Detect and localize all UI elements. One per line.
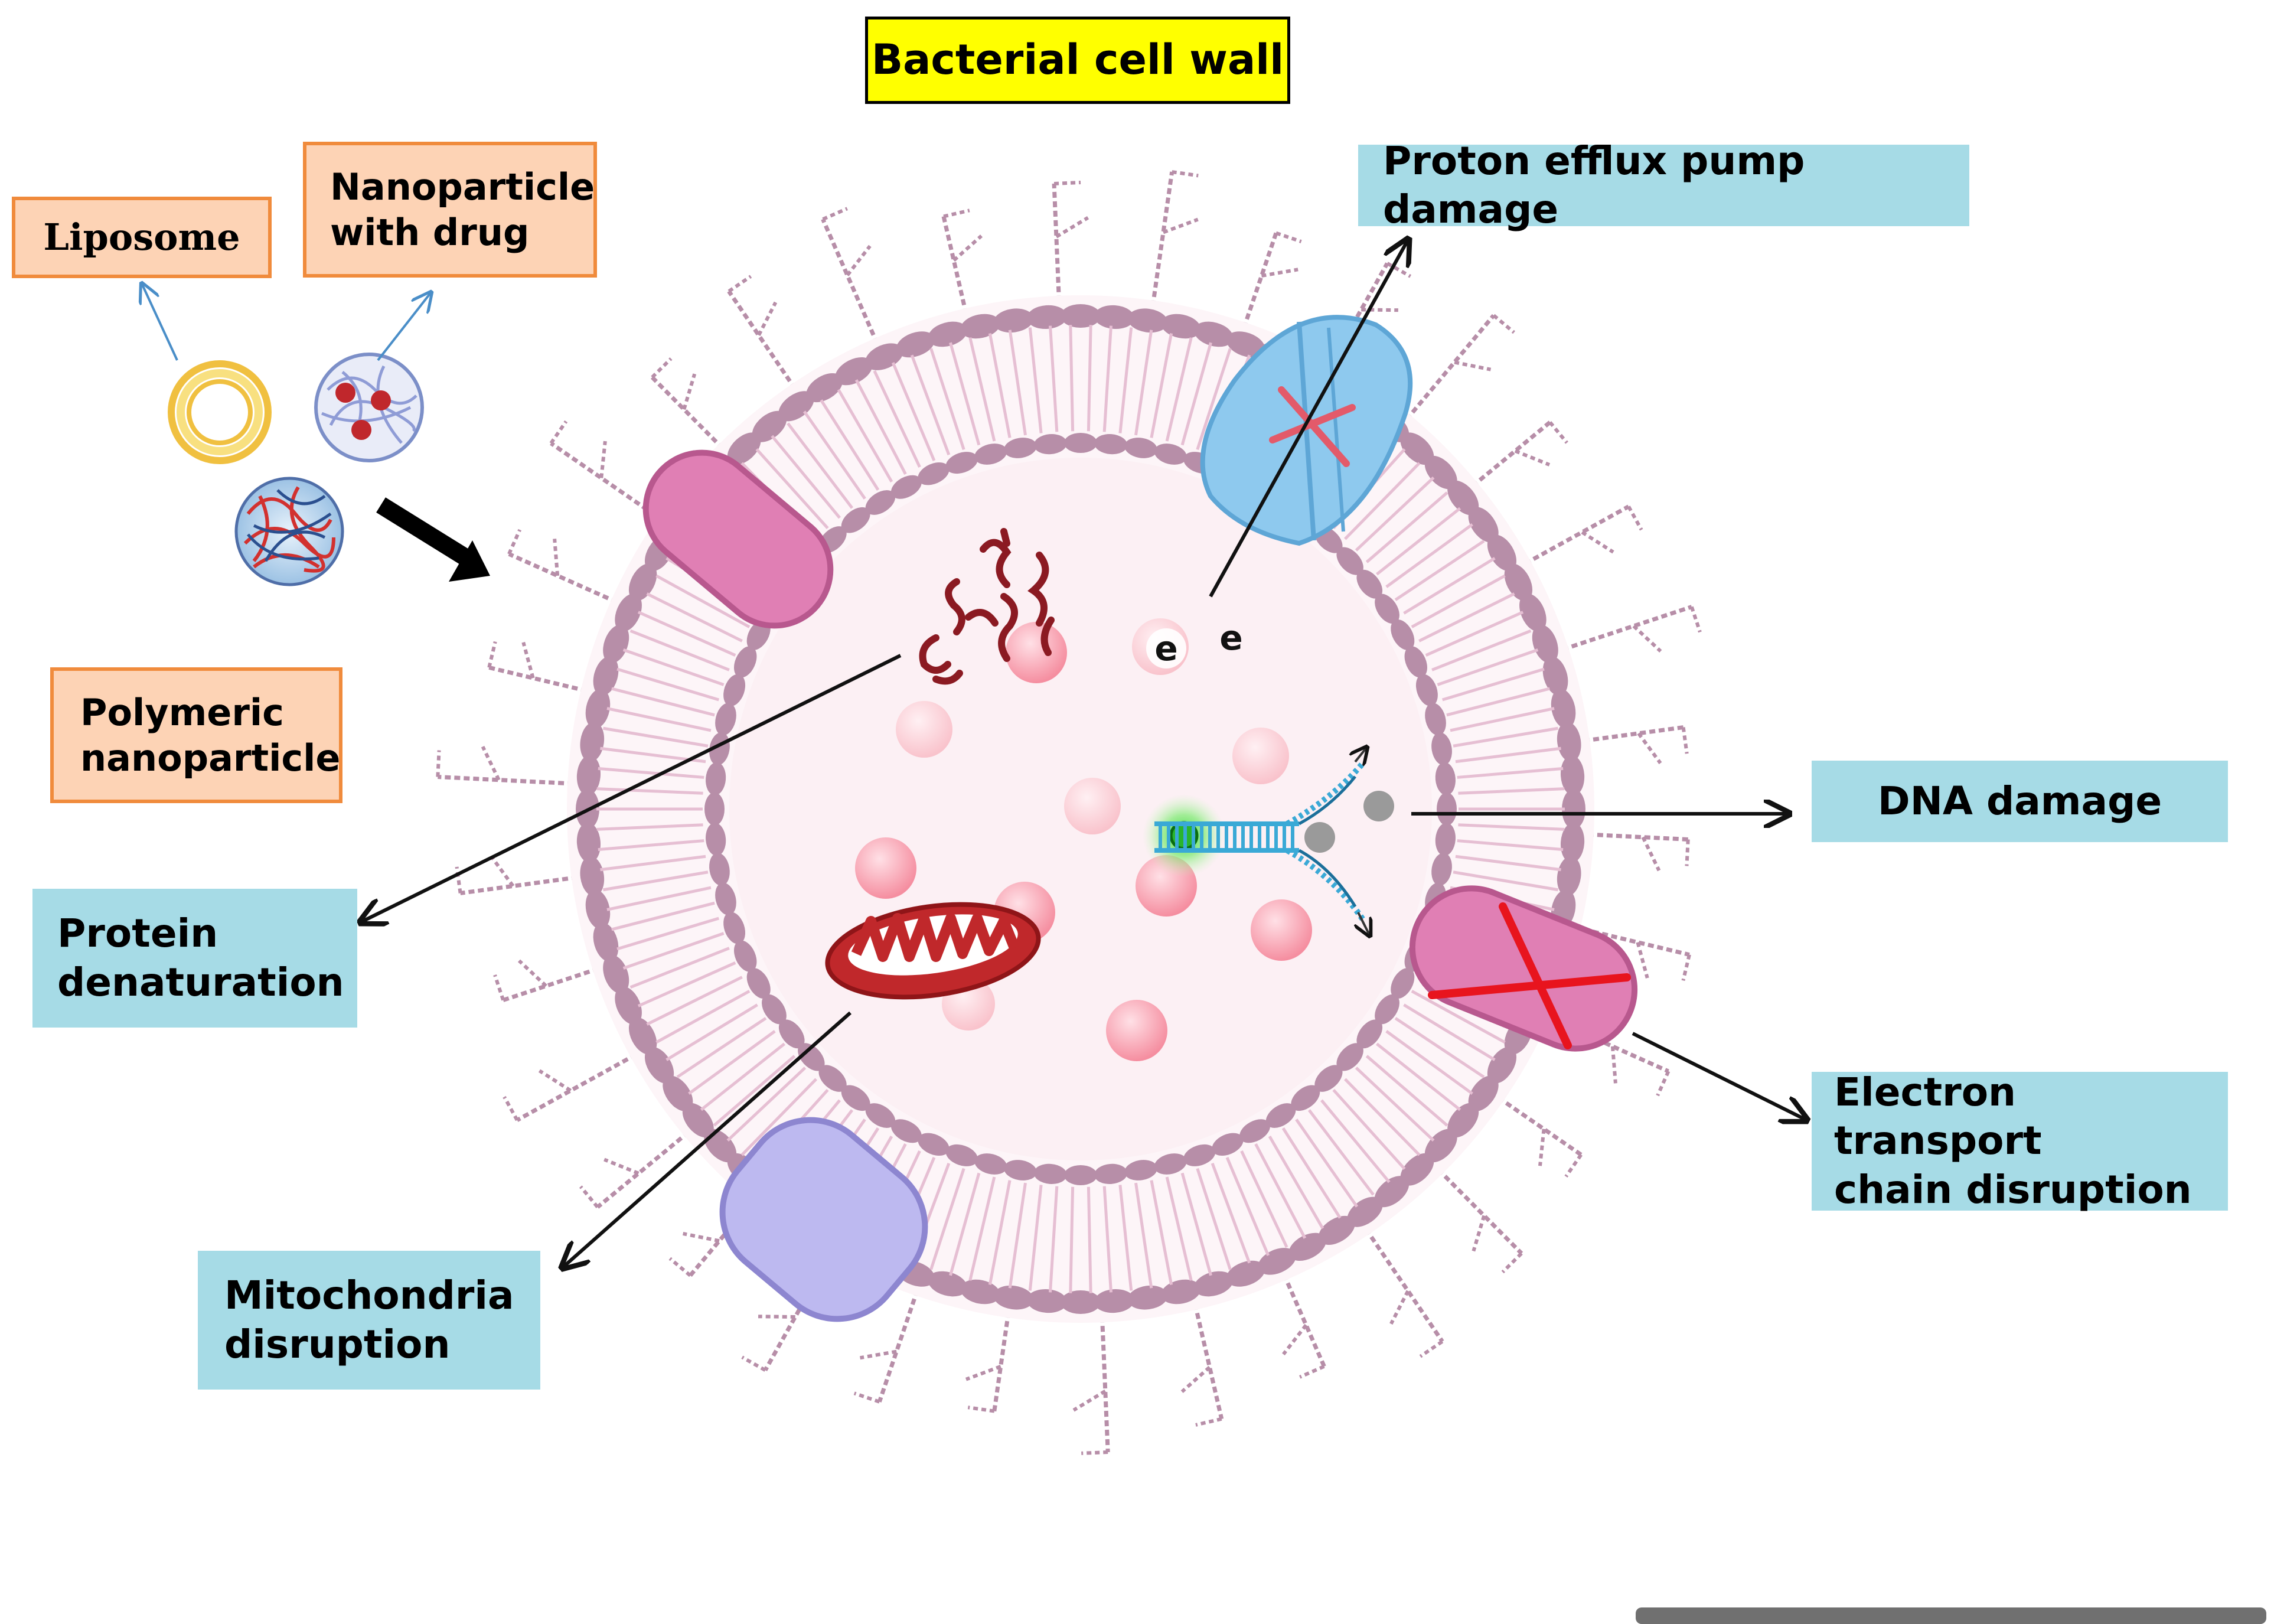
etc-label-line1: Electron transport: [1834, 1069, 2042, 1164]
denatured-protein-squiggle: [919, 528, 1055, 685]
liposome-label: Liposome: [12, 197, 272, 278]
electron-symbol-2: e: [1219, 618, 1242, 658]
bottom-scroll-bar: [1636, 1607, 2266, 1624]
purple-membrane-protein: [719, 1117, 928, 1322]
proton-efflux-label: Proton efflux pump damage: [1358, 138, 1969, 232]
nanoparticle-label-line2: with drug: [330, 211, 530, 254]
nanoparticle-with-drug-icon: [314, 353, 424, 462]
protein-label-line1: Protein: [57, 911, 218, 956]
entry-arrow: [376, 497, 490, 582]
etc-disruption-label: Electron transport chain disruption: [1812, 1069, 2228, 1212]
pink-membrane-protein: [642, 449, 834, 629]
title-box: Bacterial cell wall: [865, 17, 1290, 104]
mito-label-line1: Mitochondria: [224, 1273, 514, 1318]
efflux-pump-arrow: [1209, 239, 1408, 598]
nanoparticle-label-line1: Nanoparticle: [330, 165, 595, 208]
protein-denaturation-label: Protein denaturation: [32, 889, 357, 1028]
electron-symbol-1: e: [1154, 628, 1177, 668]
dna-damage-fork: [1143, 747, 1394, 936]
nanoparticle-with-drug-label: Nanoparticle with drug: [303, 142, 597, 278]
mitochondrion: [825, 902, 1041, 1000]
surface-spikes: [436, 170, 1702, 1455]
mito-label-line2: disruption: [224, 1321, 451, 1367]
protein-label-line2: denaturation: [57, 959, 344, 1005]
mitochondria-disruption-arrow: [562, 1011, 851, 1268]
etc-disruption-arrow: [1632, 1032, 1807, 1120]
electrons: e e: [1146, 618, 1243, 668]
liposome-arrow: [142, 283, 178, 361]
etc-membrane-protein: [1409, 885, 1638, 1052]
polymeric-nanoparticle-icon: [234, 477, 344, 586]
etc-label-line2: chain disruption: [1834, 1166, 2192, 1212]
dna-damage-label: DNA damage: [1812, 761, 2228, 842]
mitochondria-disruption-label: Mitochondria disruption: [198, 1251, 540, 1390]
polymeric-nanoparticle-label: Polymeric nanoparticle: [50, 667, 342, 803]
polymeric-label-line1: Polymeric: [80, 690, 284, 734]
efflux-pump-protein: [1200, 315, 1413, 546]
polymeric-label-line2: nanoparticle: [80, 736, 341, 780]
liposome-icon: [168, 360, 272, 464]
nanoparticle-arrow: [377, 292, 431, 361]
etc-damage-cross: [1428, 902, 1631, 1049]
efflux-pump-damage-cross: [1269, 386, 1356, 467]
protein-denaturation-arrow: [360, 654, 902, 922]
